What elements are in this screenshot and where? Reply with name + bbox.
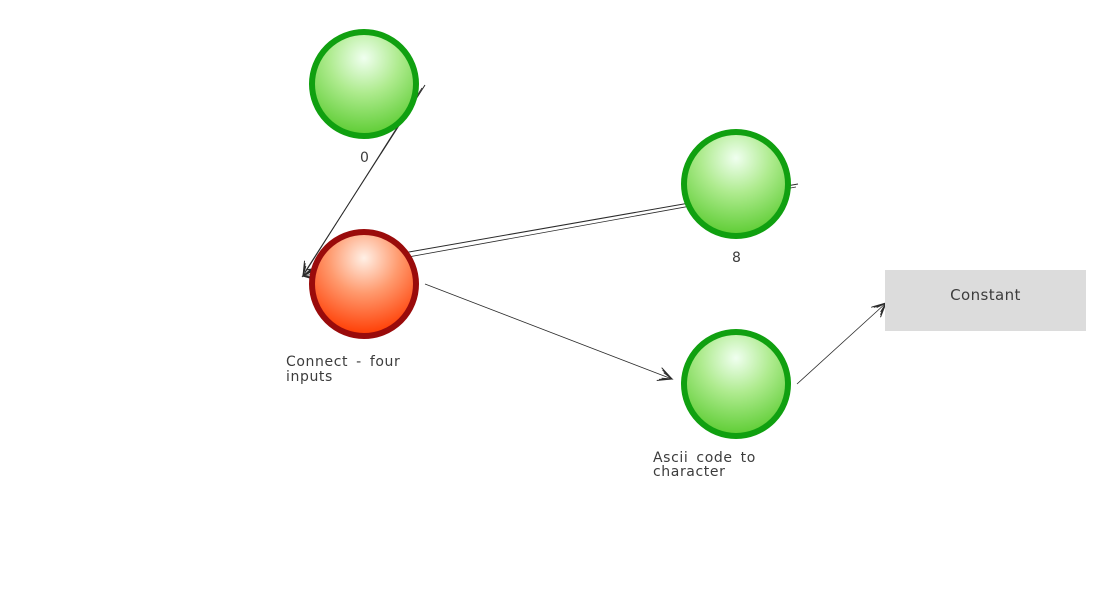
constant-label: Constant (950, 286, 1021, 304)
node-label-eight: 8 (732, 250, 742, 266)
node-zero[interactable] (309, 29, 419, 139)
node-label-ascii-line1: Ascii code to (653, 450, 756, 466)
node-label-connect-line2: inputs (286, 369, 333, 385)
edge-connect-to-ascii[interactable] (424, 283, 672, 379)
node-label-ascii-line2: character (653, 464, 726, 480)
node-label-connect: Connect - four inputs (286, 355, 400, 385)
node-ascii[interactable] (681, 329, 791, 439)
node-label-connect-line1: Connect - four (286, 354, 401, 370)
edge-ascii-to-constant[interactable] (796, 303, 886, 385)
node-eight[interactable] (681, 129, 791, 239)
node-label-ascii: Ascii code to character (653, 451, 756, 479)
node-label-zero: 0 (360, 150, 370, 166)
constant-node[interactable]: Constant (885, 270, 1086, 331)
node-connect[interactable] (309, 229, 419, 339)
